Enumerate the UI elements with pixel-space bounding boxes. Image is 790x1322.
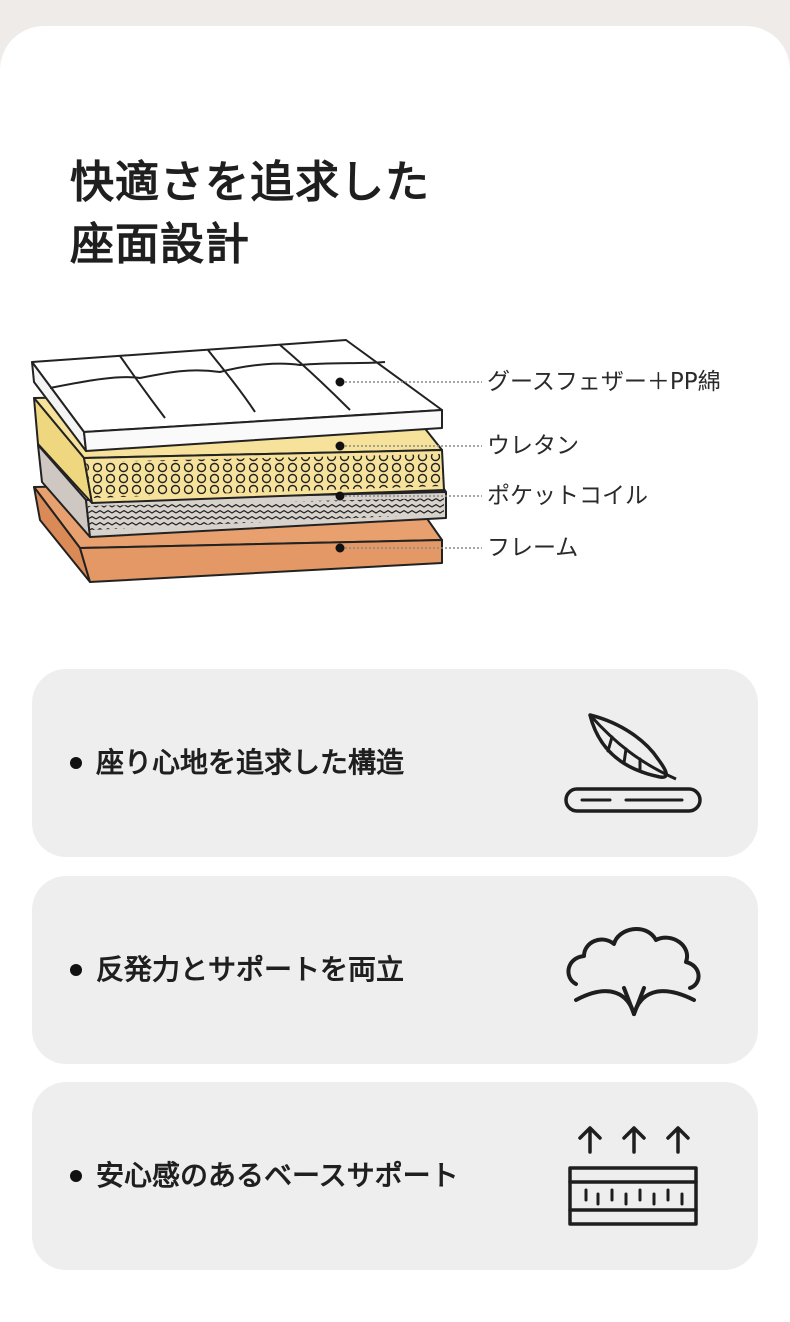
feature-card-rebound: 反発力とサポートを両立 [32, 876, 758, 1064]
cotton-plant-icon [566, 927, 701, 1016]
layer-label-pocket-coil: ポケットコイル [487, 483, 648, 509]
layer-label-frame: フレーム [487, 535, 579, 561]
feature-label: 反発力とサポートを両立 [96, 953, 405, 986]
page-title-line-1: 快適さを追求した [70, 157, 430, 208]
page-title-line-2: 座面設計 [70, 219, 250, 270]
page-title: 快適さを追求した 座面設計 [70, 152, 430, 276]
bullet-dot [70, 1170, 82, 1182]
support-mattress-icon [568, 1126, 698, 1226]
layer-label-feather: グースフェザー＋PP綿 [487, 369, 721, 395]
feature-label: 安心感のあるベースサポート [96, 1159, 459, 1192]
feature-card-comfort: 座り心地を追求した構造 [32, 669, 758, 857]
layer-pointers [335, 377, 482, 553]
seat-layer-diagram [31, 339, 482, 583]
feature-label: 座り心地を追求した構造 [96, 746, 405, 779]
bullet-dot [70, 964, 82, 976]
feature-card-base-support: 安心感のあるベースサポート [32, 1082, 758, 1270]
layer-label-urethane: ウレタン [487, 433, 579, 459]
feather-layer [31, 339, 443, 452]
bullet-dot [70, 757, 82, 769]
feather-cushion-icon [564, 713, 702, 813]
